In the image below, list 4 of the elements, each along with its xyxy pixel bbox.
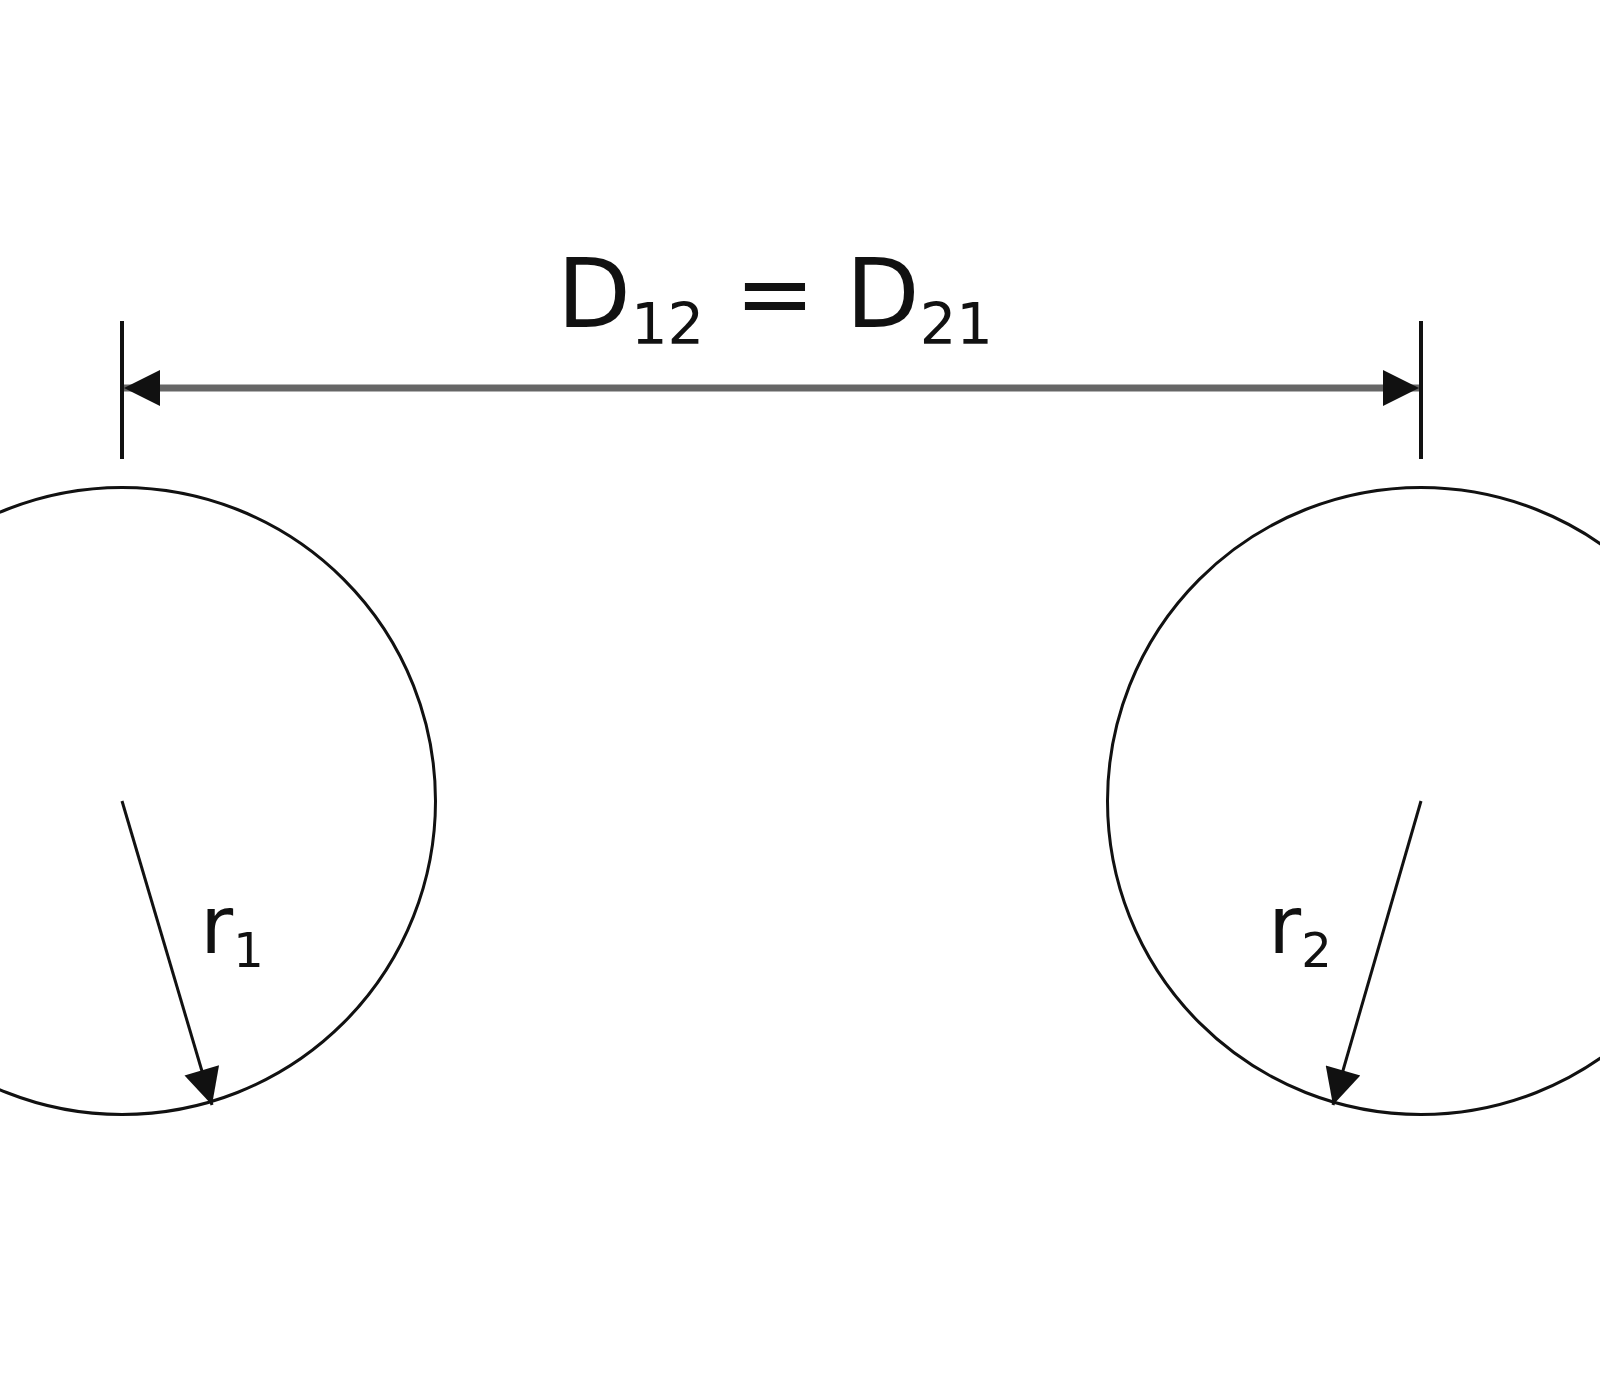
dimension-label: r$_{1}$	[200, 885, 264, 975]
dimension-label: r$_{2}$	[1268, 885, 1332, 975]
dimension-label: D$_{12}$ = D$_{21}$	[557, 246, 993, 354]
circle-outline	[1106, 486, 1600, 1116]
